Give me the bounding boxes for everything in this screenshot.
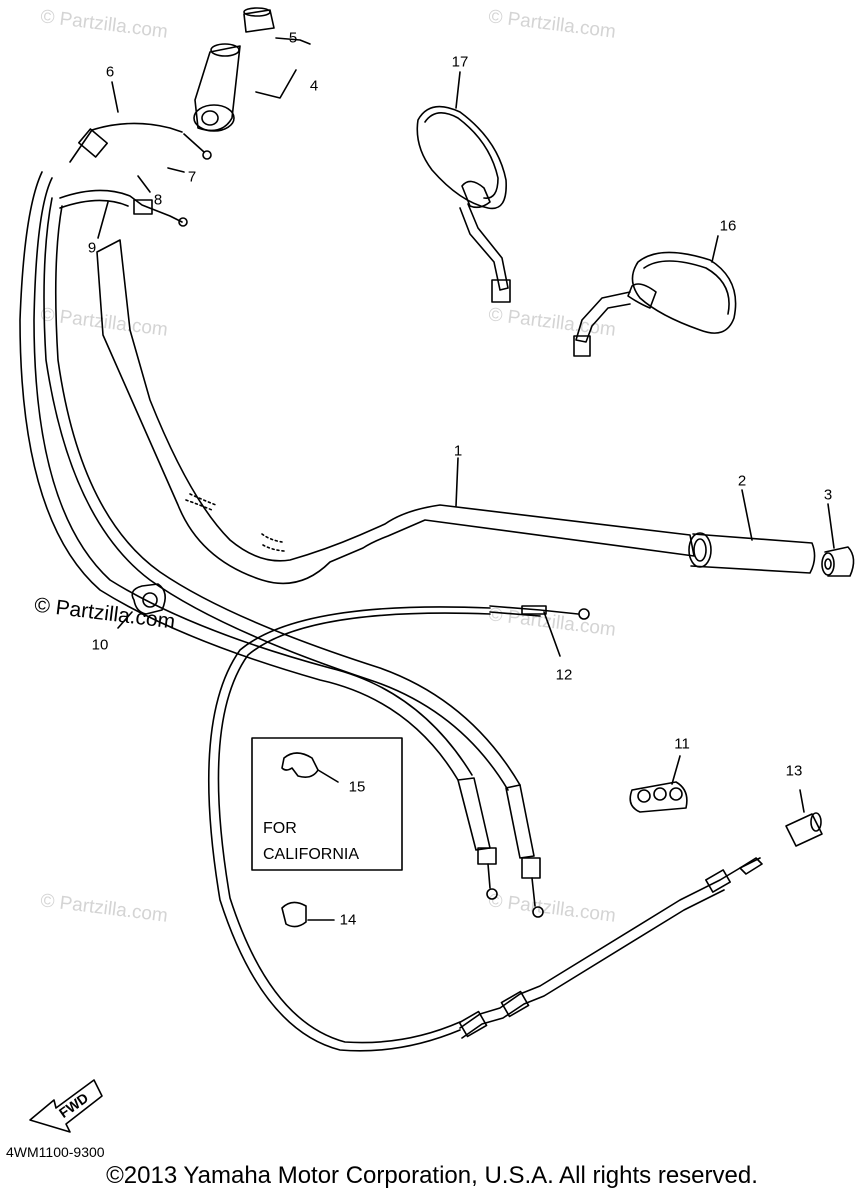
leader-1: [455, 457, 459, 507]
throttle-cable-9: [43, 189, 521, 791]
leader-7: [167, 167, 185, 173]
part-number-8: 8: [153, 191, 163, 209]
fwd-arrow: [29, 1079, 103, 1133]
part-number-9: 9: [87, 239, 97, 257]
leader-8: [137, 175, 151, 193]
diagram-code: 4WM1100-9300: [6, 1144, 105, 1160]
mirror-left: [416, 105, 511, 303]
grip-right: [688, 532, 816, 574]
part-number-13: 13: [785, 762, 803, 780]
part-number-6: 6: [105, 63, 115, 81]
california-line-1: FOR: [263, 820, 297, 837]
part-number-10: 10: [91, 636, 109, 654]
throttle-cable-6: [19, 122, 473, 781]
leader-6: [111, 81, 119, 113]
part-number-12: 12: [555, 666, 573, 684]
clutch-cable-12: [207, 605, 590, 1052]
holder-11: [629, 755, 688, 813]
mirror-right: [573, 251, 737, 357]
leader-12: [543, 611, 561, 657]
copyright-notice: ©2013 Yamaha Motor Corporation, U.S.A. A…: [106, 1162, 758, 1189]
leader-17: [455, 71, 461, 109]
clip-14: [281, 901, 335, 928]
part-number-14: 14: [339, 911, 357, 929]
leader-3: [827, 503, 835, 549]
leader-9: [97, 201, 109, 239]
part-number-16: 16: [719, 217, 737, 235]
part-number-2: 2: [737, 472, 747, 490]
leader-4: [255, 69, 297, 99]
throttle-sleeve: [243, 7, 275, 33]
part-number-7: 7: [187, 168, 197, 186]
throttle-grip: [193, 43, 241, 132]
california-box: [251, 737, 403, 871]
part-number-3: 3: [823, 486, 833, 504]
clamp-10: [117, 583, 166, 629]
part-number-11: 11: [674, 735, 690, 753]
leader-16: [711, 235, 719, 263]
part-number-5: 5: [288, 29, 298, 47]
leader-5: [275, 37, 311, 45]
cable-end-a: [457, 777, 498, 900]
part-number-17: 17: [451, 53, 469, 71]
leader-13: [799, 789, 805, 813]
clip-15: [281, 752, 339, 783]
part-number-4: 4: [309, 77, 319, 95]
leader-15: [317, 769, 339, 783]
leader-2: [741, 489, 753, 541]
part-number-1: 1: [453, 442, 463, 460]
speedometer-cable-13: [458, 789, 823, 1039]
cable-end-b: [505, 784, 544, 918]
california-line-2: CALIFORNIA: [263, 846, 360, 863]
part-number-15: 15: [348, 778, 366, 796]
leader-10: [117, 611, 133, 629]
grip-end-cap: [821, 546, 855, 577]
handlebar: [96, 239, 695, 585]
leader-11: [671, 755, 681, 785]
